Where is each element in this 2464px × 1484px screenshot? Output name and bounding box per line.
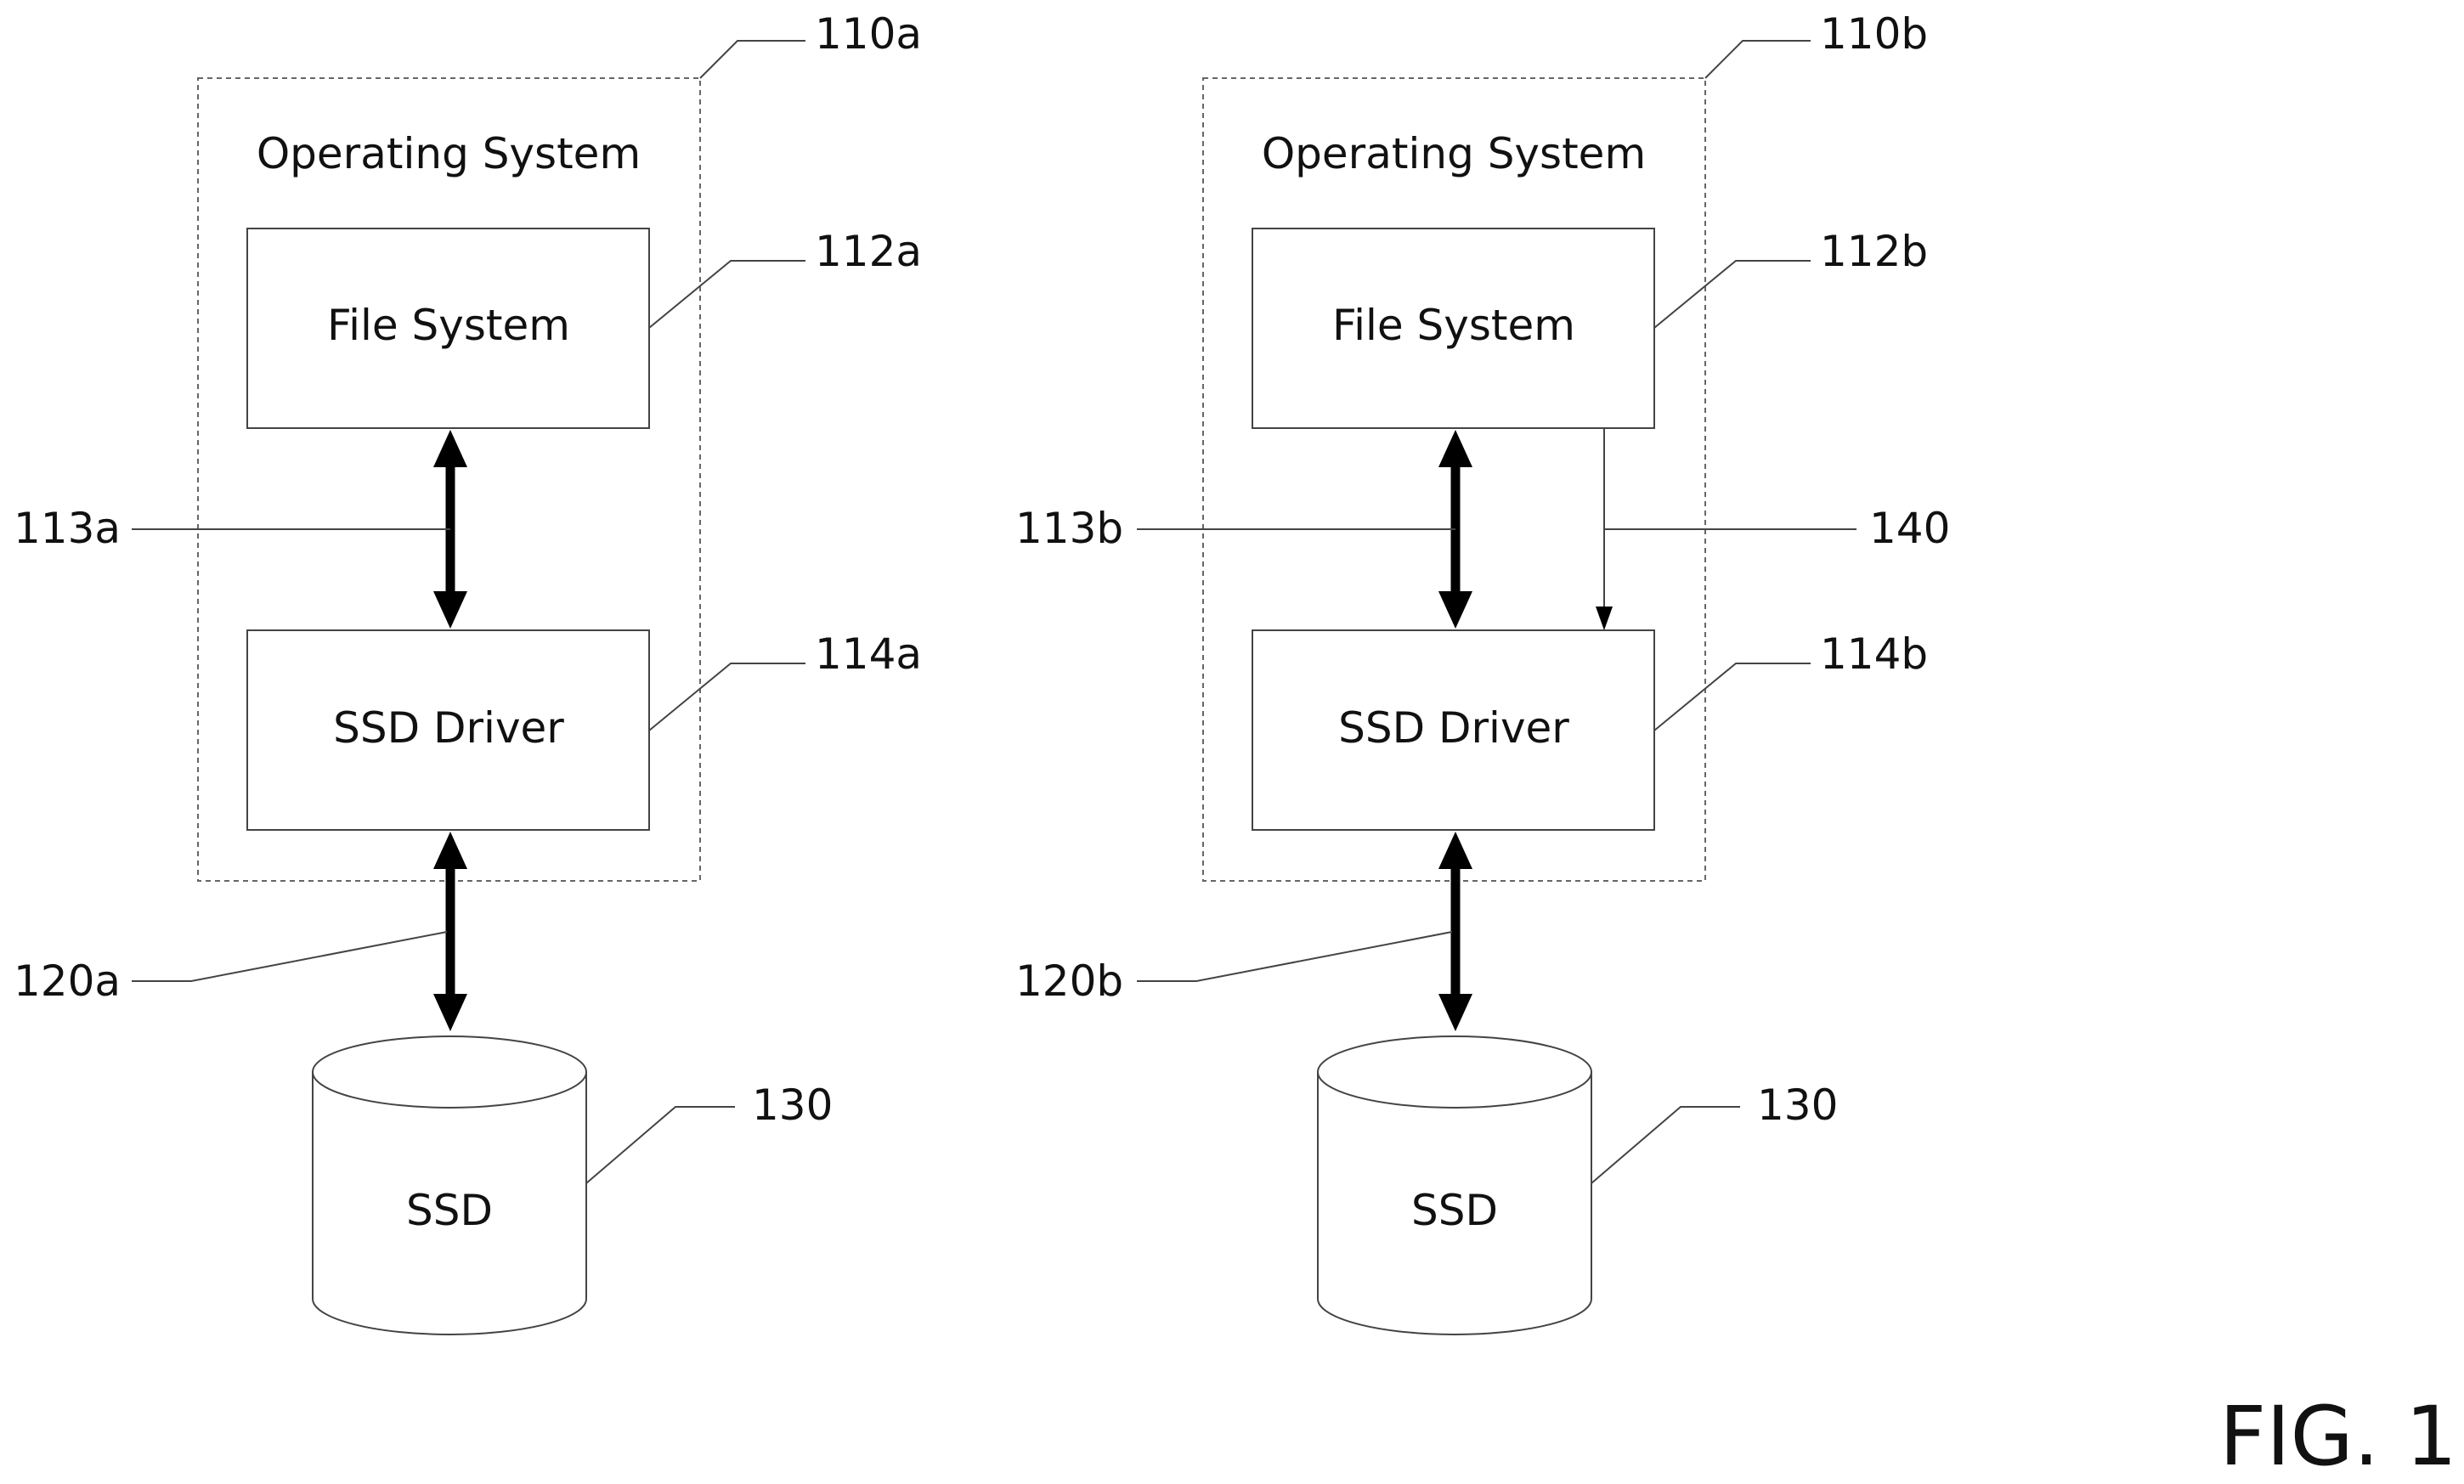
right-os-leader xyxy=(1705,41,1811,78)
left-ssd-driver-label: SSD Driver xyxy=(333,703,564,753)
left-ref-fs: 112a xyxy=(815,227,922,276)
figure-label: FIG. 1 xyxy=(2219,1389,2457,1484)
right-fs-leader xyxy=(1654,261,1811,328)
left-ref-path: 113a xyxy=(14,504,121,553)
right-ref-extra: 140 xyxy=(1869,504,1950,553)
left-ref-link: 120a xyxy=(14,956,121,1006)
left-ref-driver: 114a xyxy=(815,629,922,679)
right-ref-os: 110b xyxy=(1820,9,1928,59)
right-ssd-driver-label: SSD Driver xyxy=(1338,703,1569,753)
left-os-leader xyxy=(700,41,805,78)
left-ssd-leader xyxy=(586,1107,735,1183)
left-link-leader xyxy=(132,932,447,981)
right-driver-ssd-double-arrow xyxy=(1438,832,1472,1031)
right-driver-leader xyxy=(1654,663,1811,731)
left-fs-leader xyxy=(649,261,805,328)
left-os-label: Operating System xyxy=(257,129,641,178)
right-ref-link: 120b xyxy=(1015,956,1123,1006)
right-file-system-label: File System xyxy=(1332,301,1575,350)
left-file-system-label: File System xyxy=(327,301,570,350)
right-ssd-leader xyxy=(1591,1107,1740,1183)
right-os-label: Operating System xyxy=(1262,129,1646,178)
right-link-leader xyxy=(1137,932,1452,981)
left-ssd-label: SSD xyxy=(406,1186,493,1235)
right-ref-ssd: 130 xyxy=(1757,1081,1838,1130)
right-ssd-label: SSD xyxy=(1411,1186,1498,1235)
right-ref-path: 113b xyxy=(1015,504,1123,553)
left-ref-os: 110a xyxy=(815,9,922,59)
right-ref-fs: 112b xyxy=(1820,227,1928,276)
right-ref-driver: 114b xyxy=(1820,629,1928,679)
left-driver-leader xyxy=(649,663,805,731)
left-diagram: Operating System File System SSD Driver … xyxy=(14,9,922,1334)
right-diagram: Operating System File System SSD Driver xyxy=(1015,9,1950,1334)
left-driver-ssd-double-arrow xyxy=(433,832,467,1031)
left-ref-ssd: 130 xyxy=(752,1081,833,1130)
